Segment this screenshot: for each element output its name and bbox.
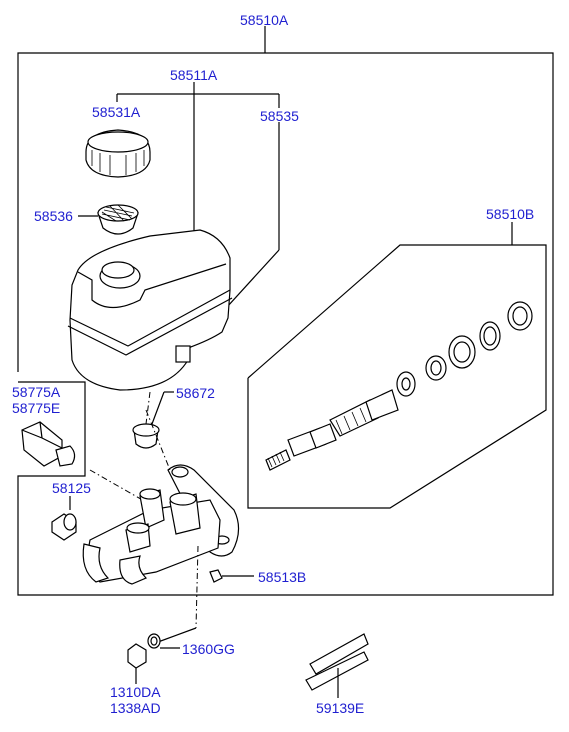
label-reservoir[interactable]: 58511A [170, 67, 218, 83]
label-check-valve-e[interactable]: 58775E [12, 400, 61, 416]
label-reservoir-cap[interactable]: 58531A [92, 104, 141, 120]
label-nut-b[interactable]: 1338AD [110, 700, 161, 716]
piston-kit-drawing [247, 222, 547, 509]
label-grommet[interactable]: 58672 [176, 385, 215, 401]
plug-drawing [51, 496, 77, 541]
label-master-cylinder-assembly[interactable]: 58510A [240, 12, 289, 28]
strainer-drawing [78, 204, 139, 235]
label-plug[interactable]: 58125 [52, 480, 91, 496]
label-bolt[interactable]: 58513B [258, 569, 307, 585]
assembly-frame [17, 26, 554, 596]
label-brake-pipe[interactable]: 59139E [316, 700, 365, 716]
check-valve-drawing [21, 421, 76, 467]
reservoir-drawing [67, 229, 233, 391]
label-strainer[interactable]: 58536 [34, 208, 73, 224]
bolt-drawing [209, 569, 254, 583]
label-washer[interactable]: 1360GG [182, 641, 235, 657]
label-piston-kit[interactable]: 58510B [486, 206, 535, 222]
label-level-sensor[interactable]: 58535 [260, 108, 299, 124]
nut-washer-drawing [127, 627, 197, 684]
cylinder-body-drawing [82, 409, 240, 629]
label-check-valve-a[interactable]: 58775A [12, 384, 61, 400]
label-nut-a[interactable]: 1310DA [110, 684, 161, 700]
brake-pipe-drawing [305, 633, 369, 698]
grommet-drawing [132, 391, 174, 449]
reservoir-cap-drawing [85, 129, 151, 178]
